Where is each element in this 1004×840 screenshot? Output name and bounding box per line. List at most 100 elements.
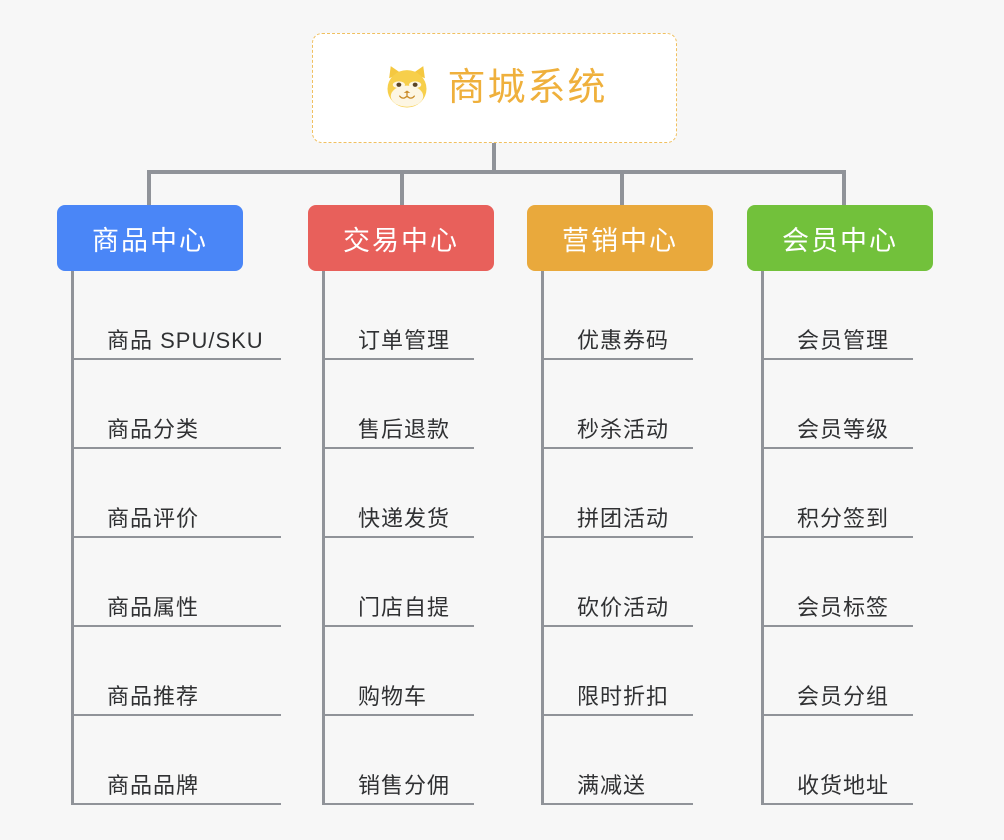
- leaf-item[interactable]: 订单管理: [322, 271, 494, 360]
- leaf-item-label: 商品分类: [107, 416, 200, 442]
- leaf-item-label: 限时折扣: [577, 683, 670, 709]
- category-box-label: 商品中心: [92, 225, 208, 256]
- leaf-underline: [541, 536, 693, 538]
- leaf-item[interactable]: 商品属性: [71, 538, 281, 627]
- leaf-item-label: 积分签到: [797, 505, 890, 531]
- leaf-underline: [71, 803, 281, 805]
- connector-drop-1: [400, 170, 404, 205]
- branch-spine: [761, 271, 764, 805]
- connector-drop-2: [620, 170, 624, 205]
- leaf-underline: [541, 358, 693, 360]
- category-box-1[interactable]: 商品中心: [57, 205, 243, 271]
- leaf-list-4: 会员管理会员等级积分签到会员标签会员分组收货地址: [761, 271, 933, 805]
- leaf-underline: [322, 625, 474, 627]
- leaf-item-label: 会员等级: [797, 416, 890, 442]
- branch-column-3: 营销中心优惠券码秒杀活动拼团活动砍价活动限时折扣满减送: [527, 205, 713, 805]
- leaf-item-label: 会员标签: [797, 594, 890, 620]
- leaf-underline: [322, 447, 474, 449]
- leaf-item[interactable]: 拼团活动: [541, 449, 713, 538]
- category-box-label: 交易中心: [343, 225, 459, 256]
- leaf-item[interactable]: 会员等级: [761, 360, 933, 449]
- leaf-underline: [761, 714, 913, 716]
- leaf-item-label: 购物车: [358, 683, 428, 709]
- leaf-underline: [761, 625, 913, 627]
- leaf-item-label: 商品推荐: [107, 683, 200, 709]
- leaf-item-label: 拼团活动: [577, 505, 670, 531]
- category-box-label: 营销中心: [562, 225, 678, 256]
- leaf-underline: [541, 625, 693, 627]
- leaf-underline: [322, 803, 474, 805]
- leaf-item[interactable]: 销售分佣: [322, 716, 494, 805]
- leaf-item[interactable]: 满减送: [541, 716, 713, 805]
- leaf-item[interactable]: 会员标签: [761, 538, 933, 627]
- leaf-list-3: 优惠券码秒杀活动拼团活动砍价活动限时折扣满减送: [541, 271, 713, 805]
- connector-root-stem: [492, 143, 496, 173]
- leaf-item[interactable]: 商品品牌: [71, 716, 281, 805]
- leaf-item[interactable]: 快递发货: [322, 449, 494, 538]
- leaf-item-label: 销售分佣: [358, 772, 451, 798]
- leaf-underline: [541, 447, 693, 449]
- leaf-item-label: 订单管理: [358, 327, 451, 353]
- category-box-label: 会员中心: [782, 225, 898, 256]
- leaf-underline: [761, 803, 913, 805]
- leaf-item-label: 收货地址: [797, 772, 890, 798]
- leaf-item[interactable]: 限时折扣: [541, 627, 713, 716]
- leaf-item-label: 商品 SPU/SKU: [107, 327, 264, 353]
- leaf-item[interactable]: 商品推荐: [71, 627, 281, 716]
- leaf-item-label: 商品属性: [107, 594, 200, 620]
- leaf-list-1: 商品 SPU/SKU 商品分类商品评价商品属性商品推荐商品品牌: [71, 271, 281, 805]
- leaf-item[interactable]: 会员管理: [761, 271, 933, 360]
- leaf-item-label: 满减送: [577, 772, 647, 798]
- root-node-label: 商城系统: [447, 67, 608, 109]
- leaf-item[interactable]: 商品评价: [71, 449, 281, 538]
- branch-spine: [541, 271, 544, 805]
- connector-drop-3: [842, 170, 846, 205]
- leaf-item[interactable]: 商品分类: [71, 360, 281, 449]
- leaf-underline: [71, 714, 281, 716]
- leaf-item[interactable]: 秒杀活动: [541, 360, 713, 449]
- leaf-item[interactable]: 商品 SPU/SKU: [71, 271, 281, 360]
- leaf-underline: [541, 714, 693, 716]
- leaf-item-label: 门店自提: [358, 594, 451, 620]
- leaf-item-label: 快递发货: [358, 505, 451, 531]
- leaf-item-label: 秒杀活动: [577, 416, 670, 442]
- category-box-3[interactable]: 营销中心: [527, 205, 713, 271]
- leaf-item[interactable]: 购物车: [322, 627, 494, 716]
- leaf-item[interactable]: 砍价活动: [541, 538, 713, 627]
- branch-spine: [322, 271, 325, 805]
- leaf-list-2: 订单管理售后退款快递发货门店自提购物车销售分佣: [322, 271, 494, 805]
- leaf-item[interactable]: 优惠券码: [541, 271, 713, 360]
- leaf-item-label: 售后退款: [358, 416, 451, 442]
- leaf-item-label: 优惠券码: [577, 327, 670, 353]
- leaf-item-label: 砍价活动: [577, 594, 670, 620]
- leaf-item-label: 商品评价: [107, 505, 200, 531]
- leaf-item-label: 商品品牌: [107, 772, 200, 798]
- root-node-mall-system[interactable]: 商城系统: [312, 33, 677, 143]
- leaf-underline: [322, 358, 474, 360]
- leaf-underline: [322, 714, 474, 716]
- branch-column-1: 商品中心商品 SPU/SKU 商品分类商品评价商品属性商品推荐商品品牌: [57, 205, 281, 805]
- leaf-underline: [761, 536, 913, 538]
- leaf-underline: [71, 536, 281, 538]
- branch-spine: [71, 271, 74, 805]
- leaf-item[interactable]: 门店自提: [322, 538, 494, 627]
- leaf-item-label: 会员管理: [797, 327, 890, 353]
- leaf-underline: [761, 358, 913, 360]
- leaf-item-label: 会员分组: [797, 683, 890, 709]
- branch-column-4: 会员中心会员管理会员等级积分签到会员标签会员分组收货地址: [747, 205, 933, 805]
- branch-column-2: 交易中心订单管理售后退款快递发货门店自提购物车销售分佣: [308, 205, 494, 805]
- leaf-item[interactable]: 积分签到: [761, 449, 933, 538]
- leaf-item[interactable]: 会员分组: [761, 627, 933, 716]
- connector-horizontal-bus: [147, 170, 846, 174]
- category-box-4[interactable]: 会员中心: [747, 205, 933, 271]
- connector-drop-0: [147, 170, 151, 205]
- leaf-item[interactable]: 售后退款: [322, 360, 494, 449]
- leaf-item[interactable]: 收货地址: [761, 716, 933, 805]
- leaf-underline: [322, 536, 474, 538]
- leaf-underline: [71, 447, 281, 449]
- leaf-underline: [71, 358, 281, 360]
- shiba-dog-icon: [381, 62, 433, 114]
- leaf-underline: [541, 803, 693, 805]
- category-box-2[interactable]: 交易中心: [308, 205, 494, 271]
